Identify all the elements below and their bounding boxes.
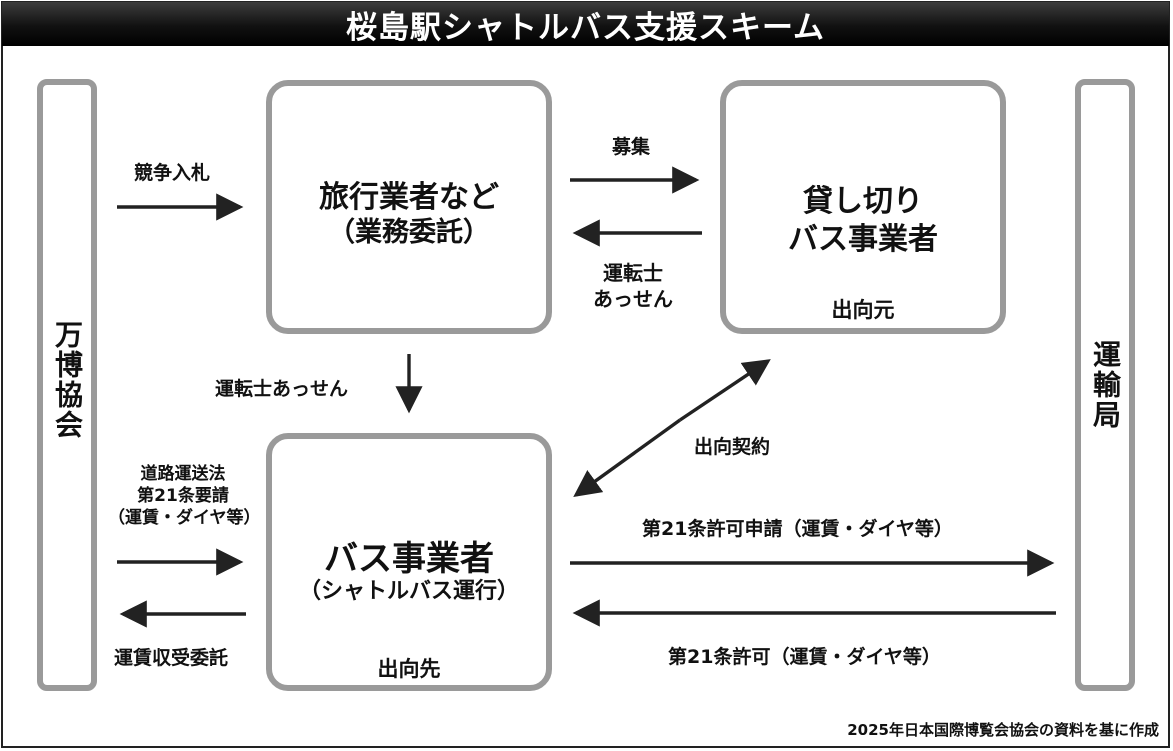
label-art21-request-2: 第21条要請 [137, 486, 229, 506]
node-charter-bus-operator: 貸し切り バス事業者 出向元 [720, 80, 1006, 334]
node-bus-operator-sub: 出向先 [377, 657, 441, 681]
node-bus-operator: バス事業者 （シャトルバス運行） 出向先 [266, 433, 552, 691]
label-driver-referral-upper: 運転士 あっせん [583, 260, 683, 312]
label-permit-application: 第21条許可申請（運賃・ダイヤ等） [642, 518, 953, 540]
label-competitive-bid: 競争入札 [134, 162, 211, 184]
label-driver-referral-upper-1: 運転士 [603, 261, 663, 285]
node-travel-agency: 旅行業者など （業務委託） [266, 80, 552, 334]
diagram-title: 桜島駅シャトルバス支援スキーム [345, 9, 826, 46]
arrow-secondment-contract-down [573, 418, 681, 497]
node-transport-bureau: 運輸局 [1075, 79, 1135, 691]
node-charter-bus-sub: 出向元 [831, 298, 895, 322]
label-driver-referral-upper-2: あっせん [593, 287, 673, 311]
label-secondment-contract: 出向契約 [694, 436, 771, 458]
node-travel-agency-title: 旅行業者など [319, 180, 499, 215]
label-art21-request-1: 道路運送法 [140, 464, 226, 484]
arrow-secondment-contract-up [679, 359, 771, 422]
label-permit: 第21条許可（運賃・ダイヤ等） [668, 646, 941, 668]
source-note: 2025年日本国際博覧会協会の資料を基に作成 [847, 721, 1159, 739]
title-bar: 桜島駅シャトルバス支援スキーム [2, 2, 1169, 46]
node-travel-agency-subtitle: （業務委託） [328, 217, 490, 248]
label-recruitment: 募集 [612, 136, 651, 158]
node-bus-operator-subtitle: （シャトルバス運行） [298, 579, 519, 604]
label-art21-request-3: （運賃・ダイヤ等） [108, 508, 261, 528]
node-transport-bureau-label: 運輸局 [1089, 340, 1122, 430]
label-fare-collection: 運賃収受委託 [114, 647, 229, 669]
node-charter-bus-title: 貸し切り [803, 184, 923, 219]
node-expo-label: 万博協会 [51, 320, 84, 440]
label-art21-request: 道路運送法 第21条要請 （運賃・ダイヤ等） [108, 463, 261, 529]
node-expo-association: 万博協会 [37, 79, 97, 691]
node-bus-operator-title: バス事業者 [324, 539, 494, 579]
node-charter-bus-title-2: バス事業者 [788, 222, 938, 257]
label-driver-referral-lower: 運転士あっせん [215, 378, 349, 400]
